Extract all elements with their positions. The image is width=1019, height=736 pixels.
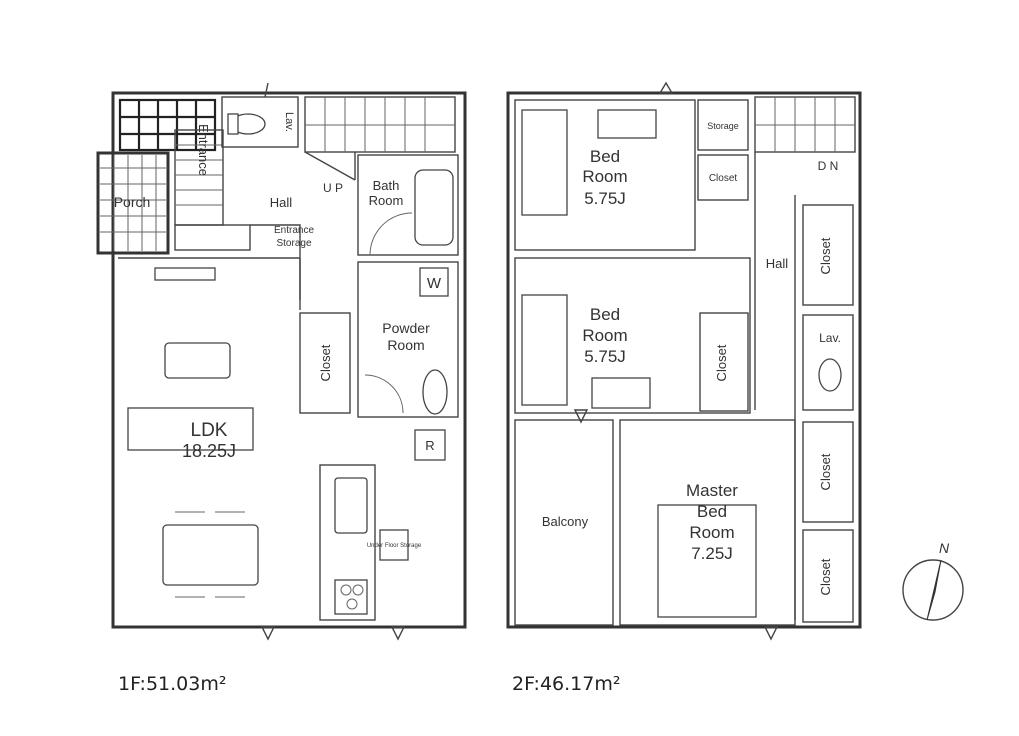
- floor2-plan: [506, 81, 862, 641]
- up-label: U P: [323, 181, 343, 195]
- lav2-label: Lav.: [819, 331, 841, 345]
- bed2-label-line2: Room: [582, 326, 627, 345]
- bed2-room: [514, 257, 751, 414]
- closet-mid-label: Closet: [714, 344, 729, 381]
- compass-ring: [902, 559, 964, 621]
- floor1-plan: [96, 82, 467, 641]
- master-label-line2: Bed: [697, 502, 727, 521]
- closet-right3-room: [802, 529, 854, 623]
- floor2-outer-wall: [506, 91, 862, 629]
- compass: N: [902, 540, 964, 621]
- balcony-label: Balcony: [542, 514, 589, 529]
- r-mark-label: R: [425, 438, 434, 453]
- closet-right2-room: [802, 421, 854, 523]
- r-box: [414, 429, 446, 461]
- hall2-label: Hall: [766, 256, 789, 271]
- bed2-desk: [591, 377, 651, 409]
- kitchen-sink: [334, 477, 368, 534]
- bathtub: [414, 169, 454, 246]
- powder-room: [357, 261, 459, 418]
- lav2-room: [802, 314, 854, 411]
- entrance-storage: [174, 224, 251, 251]
- porch-wall: [96, 151, 170, 255]
- master-bed: [657, 504, 757, 618]
- entrance-label: Entrance: [196, 124, 211, 176]
- storage-room: [697, 99, 749, 151]
- bath-label-line1: Bath: [373, 178, 400, 193]
- bed2-size-label: 5.75J: [584, 347, 626, 366]
- closet1-room: [299, 312, 351, 414]
- floor1-area-label: 1F:51.03m²: [118, 673, 226, 695]
- balcony-area: [514, 419, 614, 626]
- master-label-line1: Master: [686, 481, 738, 500]
- master-label-line3: Room: [689, 523, 734, 542]
- closet-right2-label: Closet: [818, 453, 833, 490]
- hall1-label: Hall: [270, 195, 293, 210]
- w-mark-label: W: [427, 275, 442, 292]
- toilet-tank: [227, 113, 239, 135]
- powder-label-line1: Powder: [382, 320, 430, 336]
- compass-needle-icon: [926, 559, 942, 621]
- entrance-storage-label-line2: Storage: [276, 238, 311, 249]
- bed1-label-line1: Bed: [590, 147, 620, 166]
- closet-right1-label: Closet: [818, 237, 833, 274]
- dining-table: [162, 524, 259, 586]
- entrance-tiles: [118, 98, 217, 152]
- kitchen-counter: [319, 464, 376, 621]
- ldk-sofa: [127, 407, 254, 451]
- bed1-size-label: 5.75J: [584, 189, 626, 208]
- closet-right1-room: [802, 204, 854, 306]
- ldk-ac-unit: [154, 267, 216, 281]
- master-size-label: 7.25J: [691, 544, 733, 563]
- kitchen-stove: [334, 579, 368, 615]
- closet-top-label: Closet: [709, 173, 738, 184]
- washer-box: [419, 267, 449, 297]
- bed2-label-line1: Bed: [590, 305, 620, 324]
- ldk-name-label: LDK: [191, 420, 228, 441]
- closet-right3-label: Closet: [818, 558, 833, 595]
- under-floor-storage-box: [379, 529, 409, 561]
- lav1-room: [221, 96, 299, 148]
- floor1-outer-wall: [111, 91, 467, 629]
- bed1-bed: [521, 109, 568, 216]
- bed1-desk: [597, 109, 657, 139]
- storage-label: Storage: [707, 121, 739, 131]
- closet-mid-room: [699, 312, 749, 412]
- under-floor-storage-label: Under Floor Storage: [367, 543, 422, 549]
- floor2-area-label: 2F:46.17m²: [512, 673, 620, 695]
- bed1-room: [514, 99, 696, 251]
- porch-tiles: [100, 155, 166, 251]
- powder-label-line2: Room: [387, 337, 424, 353]
- porch-label: Porch: [114, 194, 151, 210]
- closet1-label: Closet: [318, 344, 333, 381]
- bath-label-line2: Room: [369, 193, 404, 208]
- lav1-label: Lav.: [283, 112, 295, 132]
- ldk-table: [164, 342, 231, 379]
- toilet2-bowl: [818, 358, 842, 392]
- bed1-label-line2: Room: [582, 167, 627, 186]
- bed2-bed: [521, 294, 568, 406]
- compass-north-label: N: [939, 540, 950, 556]
- master-room: [619, 419, 796, 626]
- dn-label: D N: [818, 159, 839, 173]
- ldk-size-label: 18.25J: [182, 441, 236, 461]
- closet-top-room: [697, 154, 749, 201]
- bath-room: [357, 154, 459, 256]
- washbasin: [422, 369, 448, 415]
- entrance-storage-label-line1: Entrance: [274, 225, 314, 236]
